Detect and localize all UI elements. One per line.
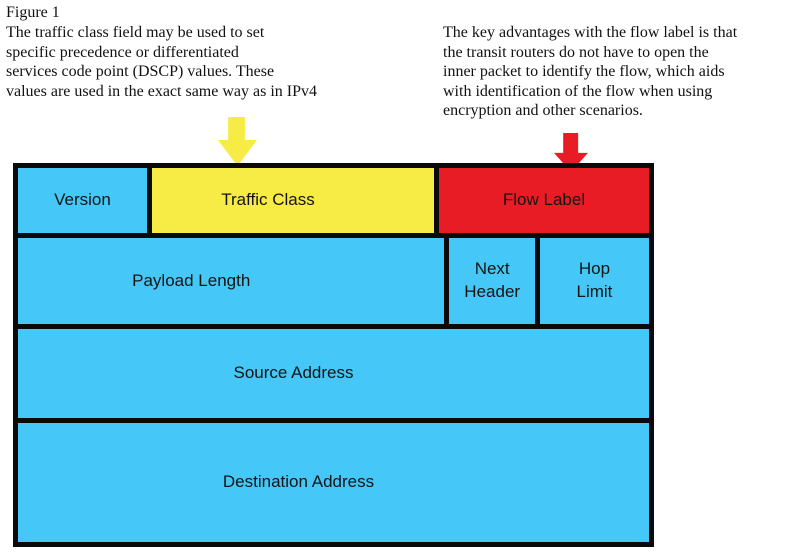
field-payload-length: Payload Length [18,238,445,325]
field-source-address: Source Address [18,329,649,418]
field-version: Version [18,168,147,234]
header-row-2: Payload Length Next Header Hop Limit [18,238,650,325]
traffic-class-down-arrow-icon [218,117,257,166]
field-destination-address: Destination Address [18,422,649,542]
field-flow-label: Flow Label [439,168,649,234]
figure-title: Figure 1 [6,4,60,21]
flow-label-note: The key advantages with the flow label i… [443,24,738,119]
ipv6-header-diagram: Version Traffic Class Flow Label Payload… [13,163,654,547]
header-row-1: Version Traffic Class Flow Label [18,168,649,234]
field-next-header: Next Header [449,238,535,325]
field-traffic-class: Traffic Class [151,168,435,234]
header-row-4: Destination Address [18,422,649,542]
header-row-3: Source Address [18,329,649,418]
traffic-class-note: The traffic class field may be used to s… [6,24,318,100]
field-hop-limit: Hop Limit [539,238,650,325]
